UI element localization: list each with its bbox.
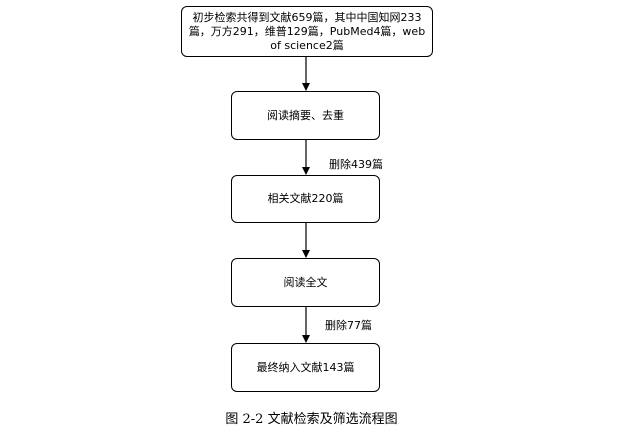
node-final-included-text: 最终纳入文献143篇 xyxy=(256,360,355,374)
node-read-full-text: 阅读全文 xyxy=(231,258,380,307)
node-final-included: 最终纳入文献143篇 xyxy=(231,343,380,392)
node-initial-search: 初步检索共得到文献659篇，其中中国知网233篇，万方291，维普129篇，Pu… xyxy=(181,6,433,57)
edge-label-deleted-439: 删除439篇 xyxy=(329,158,383,171)
node-read-full-text-text: 阅读全文 xyxy=(283,275,328,289)
figure-caption: 图 2-2 文献检索及筛选流程图 xyxy=(225,412,398,427)
edge-label-deleted-77: 删除77篇 xyxy=(325,319,372,332)
node-read-abstract: 阅读摘要、去重 xyxy=(231,91,380,140)
node-relevant-literature: 相关文献220篇 xyxy=(231,175,380,223)
node-read-abstract-text: 阅读摘要、去重 xyxy=(267,108,344,122)
node-relevant-literature-text: 相关文献220篇 xyxy=(267,192,344,205)
node-initial-search-text: 初步检索共得到文献659篇，其中中国知网233篇，万方291，维普129篇，Pu… xyxy=(188,10,426,52)
